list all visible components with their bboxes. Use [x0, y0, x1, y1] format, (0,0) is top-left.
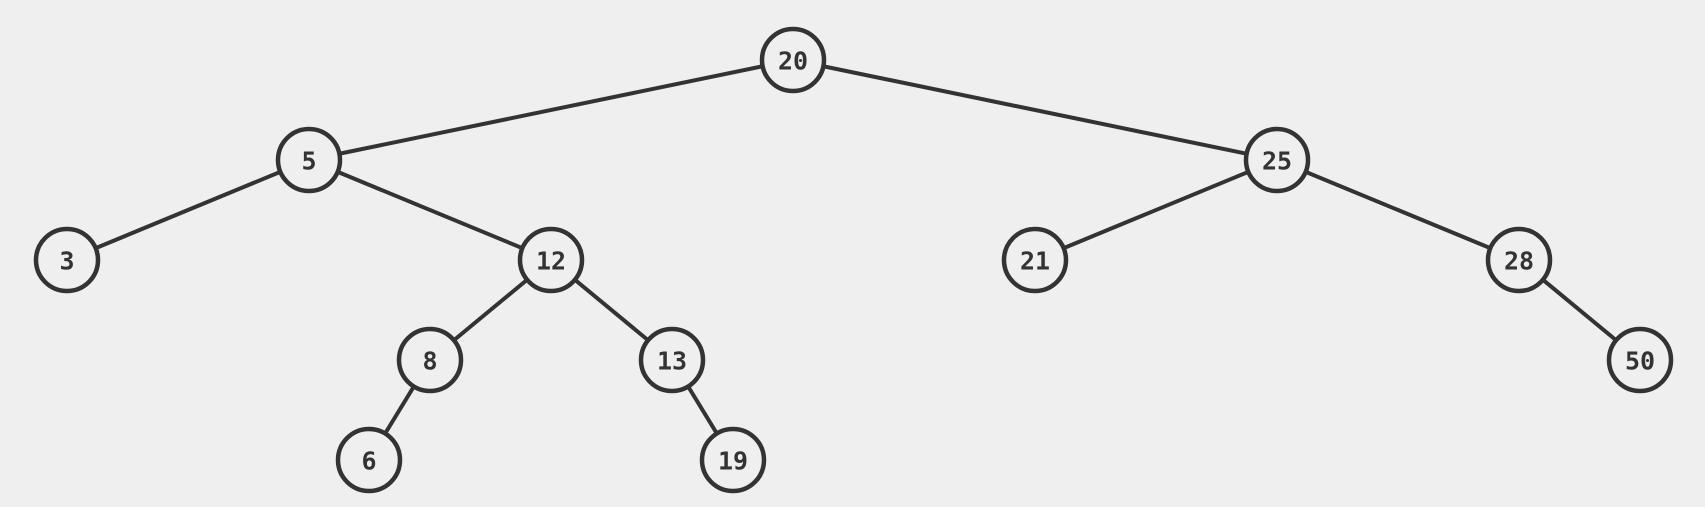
tree-node: 13 [638, 326, 706, 394]
tree-edge [307, 58, 795, 162]
tree-edge [791, 58, 1279, 162]
node-circle [1606, 326, 1674, 394]
node-value-label: 20 [778, 47, 808, 76]
tree-node: 21 [1001, 226, 1069, 294]
node-circle [1485, 226, 1553, 294]
node-circle [1001, 226, 1069, 294]
node-value-label: 28 [1504, 247, 1534, 276]
node-value-label: 13 [657, 347, 687, 376]
tree-edge [1033, 158, 1279, 262]
tree-node: 19 [699, 426, 767, 494]
edges-layer [65, 58, 1642, 462]
tree-node: 3 [33, 226, 101, 294]
node-value-label: 19 [718, 447, 748, 476]
node-circle [759, 26, 827, 94]
tree-node: 20 [759, 26, 827, 94]
node-circle [396, 326, 464, 394]
node-value-label: 12 [536, 247, 566, 276]
node-value-label: 6 [361, 447, 376, 476]
tree-node: 28 [1485, 226, 1553, 294]
node-circle [33, 226, 101, 294]
tree-node: 12 [517, 226, 585, 294]
tree-node: 6 [335, 426, 403, 494]
node-circle [335, 426, 403, 494]
node-circle [517, 226, 585, 294]
tree-node: 5 [275, 126, 343, 194]
tree-node: 50 [1606, 326, 1674, 394]
tree-edge [1275, 158, 1521, 262]
node-value-label: 5 [301, 147, 316, 176]
nodes-layer: 20 5 25 3 12 21 28 8 13 50 6 19 [33, 26, 1674, 494]
node-circle [275, 126, 343, 194]
tree-edge [65, 158, 311, 262]
node-circle [699, 426, 767, 494]
tree-edge [307, 158, 553, 262]
node-value-label: 50 [1625, 347, 1655, 376]
tree-node: 8 [396, 326, 464, 394]
tree-node: 25 [1243, 126, 1311, 194]
node-circle [1243, 126, 1311, 194]
node-value-label: 21 [1020, 247, 1050, 276]
node-value-label: 25 [1262, 147, 1292, 176]
node-value-label: 8 [422, 347, 437, 376]
node-value-label: 3 [59, 247, 74, 276]
node-circle [638, 326, 706, 394]
